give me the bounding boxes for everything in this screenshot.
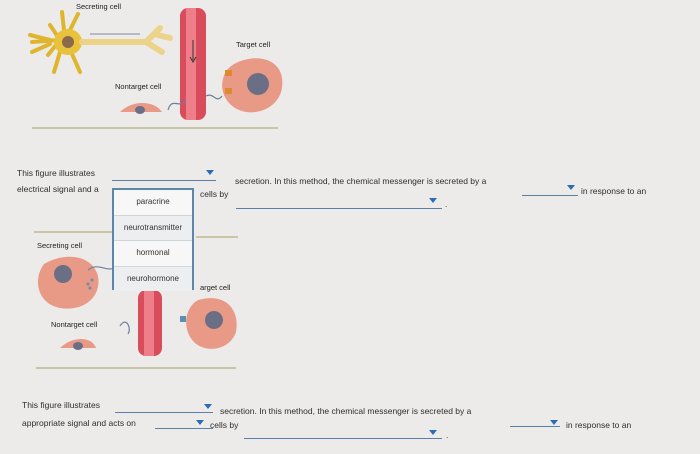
target-cell-2 (180, 298, 237, 349)
target-cell (222, 58, 283, 113)
figure-2-diagram (37, 256, 237, 356)
q2-text-2: secretion. In this method, the chemical … (220, 406, 472, 416)
nontarget-cell (120, 94, 223, 114)
secreting-cell-label-2: Secreting cell (37, 241, 83, 250)
q1-mechanism-caret-icon[interactable] (429, 198, 437, 203)
figure-2-top-divider-right (196, 236, 238, 238)
q2-secretor-select[interactable] (510, 426, 560, 427)
dropdown-option-paracrine[interactable]: paracrine (114, 190, 192, 216)
q1-secretor-caret-icon[interactable] (567, 185, 575, 190)
blood-vessel (180, 8, 206, 120)
neuron-illustration (28, 10, 173, 74)
figure-2-top-divider (34, 231, 114, 233)
q2-text-4: appropriate signal and acts on (22, 418, 136, 428)
q2-secretion-caret-icon[interactable] (204, 404, 212, 409)
secretion-type-dropdown-menu[interactable]: paracrine neurotransmitter hormonal neur… (112, 188, 194, 291)
q2-secretion-type-select[interactable] (115, 412, 213, 413)
secreting-cell-label-1: Secreting cell (76, 2, 122, 11)
nontarget-cell-label-1: Nontarget cell (115, 82, 162, 91)
q2-target-caret-icon[interactable] (196, 420, 204, 425)
q1-text-1: This figure illustrates (17, 168, 95, 178)
q1-mechanism-select[interactable] (236, 208, 442, 209)
q2-text-1: This figure illustrates (22, 400, 100, 410)
q1-text-5: cells by (200, 189, 229, 199)
dropdown-option-neurohormone[interactable]: neurohormone (114, 266, 192, 291)
q1-text-3: in response to an (581, 186, 647, 196)
figure-2-divider (36, 367, 236, 369)
figure-1-divider (32, 127, 278, 129)
q2-mechanism-select[interactable] (244, 438, 442, 439)
q1-secretor-select[interactable] (522, 195, 578, 196)
dropdown-option-hormonal[interactable]: hormonal (114, 241, 192, 267)
q2-target-select[interactable] (155, 428, 213, 429)
q2-mechanism-caret-icon[interactable] (429, 430, 437, 435)
target-cell-label-2: arget cell (200, 283, 231, 292)
q2-text-3: in response to an (566, 420, 632, 430)
q2-period: . (446, 430, 449, 440)
q2-text-5: cells by (210, 420, 239, 430)
nontarget-cell-2 (60, 321, 130, 350)
q1-period: . (445, 199, 448, 209)
blood-vessel-2 (138, 290, 162, 356)
q1-text-2: secretion. In this method, the chemical … (235, 176, 487, 186)
secreting-cell (37, 256, 99, 309)
figure-1-diagram (28, 8, 283, 120)
nontarget-cell-label-2: Nontarget cell (51, 320, 98, 329)
q1-secretion-caret-icon[interactable] (206, 170, 214, 175)
q2-secretor-caret-icon[interactable] (550, 420, 558, 425)
dropdown-option-neurotransmitter[interactable]: neurotransmitter (114, 215, 192, 241)
q1-secretion-type-select[interactable] (112, 180, 216, 181)
target-cell-label-1: Target cell (236, 40, 271, 49)
q1-text-4: electrical signal and a (17, 184, 99, 194)
